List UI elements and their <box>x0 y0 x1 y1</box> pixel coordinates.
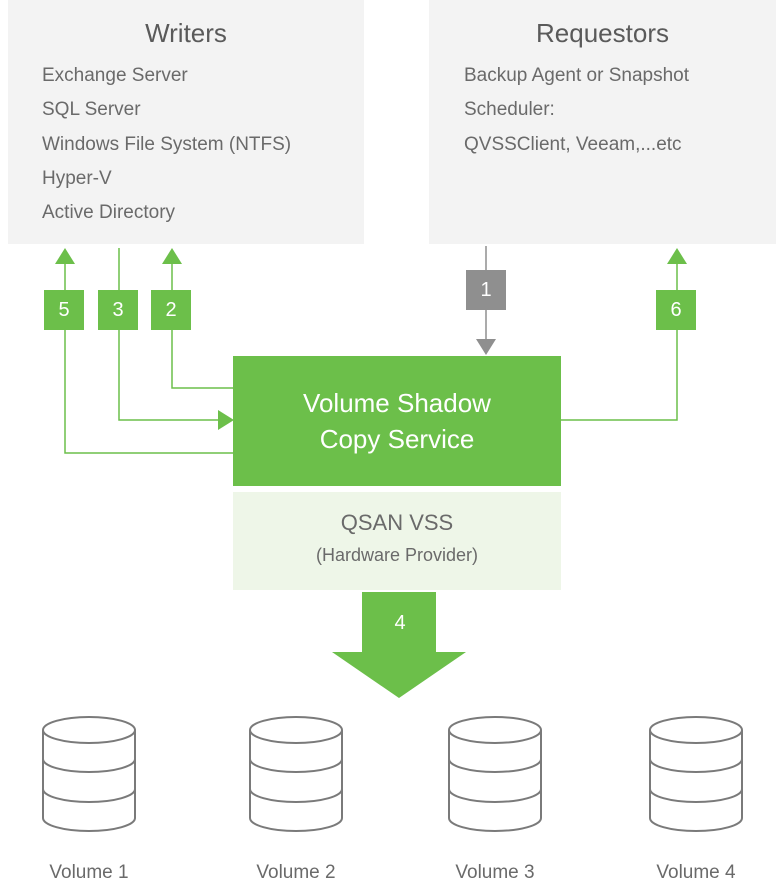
database-icon <box>42 716 136 832</box>
arrowhead-1 <box>476 339 496 355</box>
writer-item: SQL Server <box>42 99 141 120</box>
vss-line-2: Copy Service <box>319 424 475 454</box>
step-badge-1: 1 <box>466 270 506 310</box>
requestor-line: Scheduler: <box>464 99 555 120</box>
volume-label: Volume 4 <box>656 862 736 883</box>
database-icon <box>649 716 743 832</box>
vss-line-1: Volume Shadow <box>303 388 491 418</box>
arrowhead-2 <box>162 248 182 264</box>
volume-label: Volume 3 <box>455 862 535 883</box>
step-badge-6: 6 <box>656 290 696 330</box>
step-badge-2: 2 <box>151 290 191 330</box>
writer-item: Hyper-V <box>42 168 112 189</box>
volume-label: Volume 2 <box>256 862 336 883</box>
big-arrow-4 <box>332 592 466 698</box>
step-badge-3: 3 <box>98 290 138 330</box>
step-badge-5: 5 <box>44 290 84 330</box>
database-icon <box>249 716 343 832</box>
provider-subtitle: (Hardware Provider) <box>315 545 479 565</box>
requestor-line: QVSSClient, Veeam,...etc <box>464 134 682 155</box>
provider-name: QSAN VSS <box>340 510 454 535</box>
arrowhead-5 <box>55 248 75 264</box>
writers-panel: Writers Exchange Server SQL Server Windo… <box>8 0 364 244</box>
requestor-line: Backup Agent or Snapshot <box>464 65 689 86</box>
arrowhead-6 <box>667 248 687 264</box>
arrow-line-6 <box>561 262 678 421</box>
volume-label: Volume 1 <box>49 862 129 883</box>
writers-title: Writers <box>145 18 227 48</box>
arrow-line-5 <box>64 262 233 454</box>
requestors-panel: Requestors Backup Agent or Snapshot Sche… <box>429 0 776 244</box>
database-icon <box>448 716 542 832</box>
arrow-line-3 <box>118 248 220 421</box>
arrowhead-3 <box>218 410 234 430</box>
writer-item: Exchange Server <box>42 65 188 86</box>
vss-box: Volume Shadow Copy Service <box>233 356 561 486</box>
writer-item: Active Directory <box>42 202 176 223</box>
requestors-title: Requestors <box>536 18 669 48</box>
writer-item: Windows File System (NTFS) <box>42 134 292 155</box>
hardware-provider-box: QSAN VSS (Hardware Provider) <box>233 492 561 590</box>
step-label-4: 4 <box>394 612 406 634</box>
